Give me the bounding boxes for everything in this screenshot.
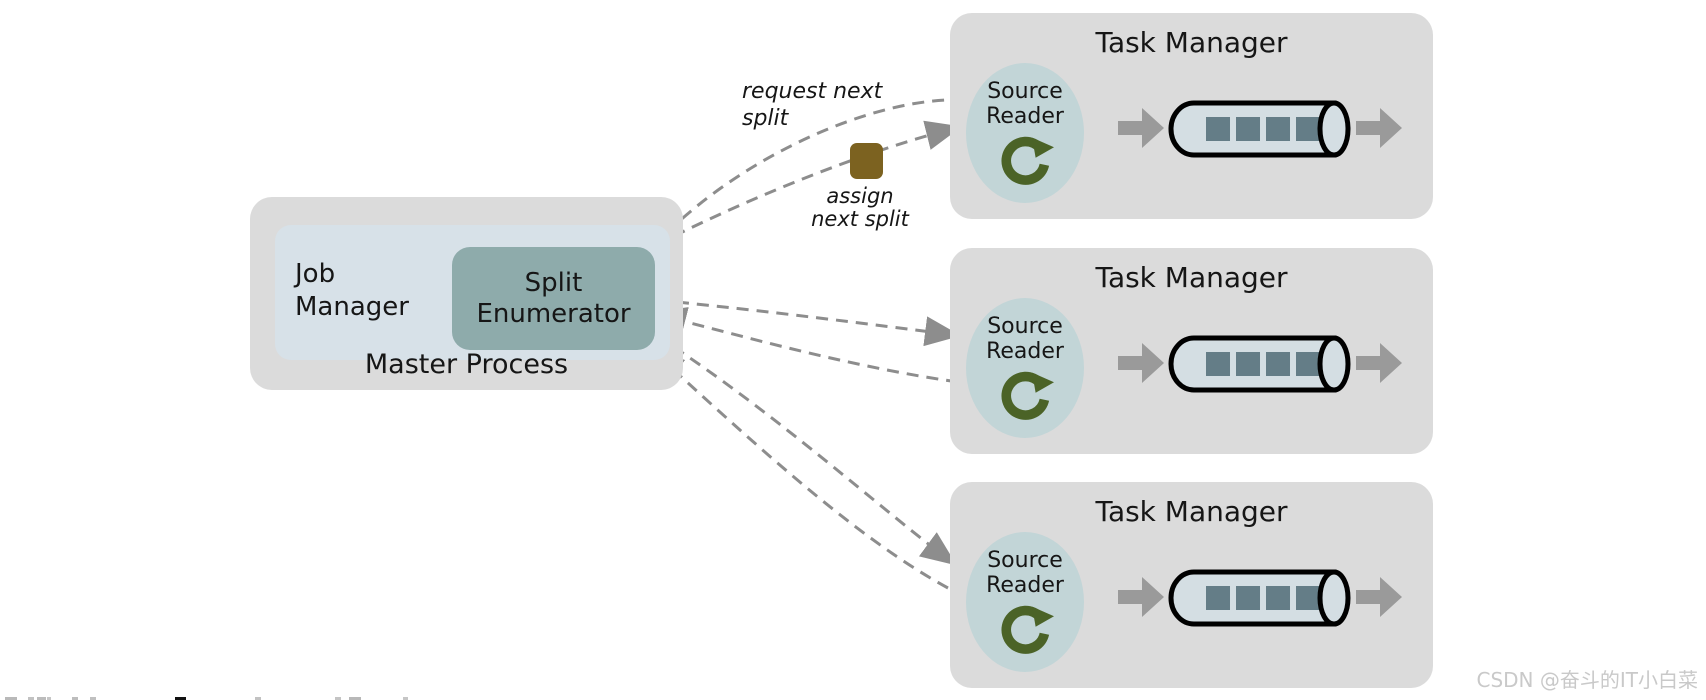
master-process-label: Master Process xyxy=(364,349,569,380)
cutoff-text-fragment xyxy=(335,697,341,700)
split-enumerator-box: Split Enumerator xyxy=(452,247,655,350)
record-square xyxy=(1266,352,1290,376)
cutoff-text-fragments xyxy=(0,697,1706,700)
record-square xyxy=(1206,117,1230,141)
connector-request-tm2 xyxy=(650,307,959,384)
cutoff-text-fragment xyxy=(349,697,361,700)
connector-request-tm3 xyxy=(648,346,949,590)
connector-assign-tm2 xyxy=(656,298,961,347)
record-pipeline xyxy=(1168,335,1351,393)
record-square xyxy=(1236,586,1260,610)
task-manager-box-1: Task Manager Source Reader xyxy=(950,13,1433,219)
cutoff-text-fragment xyxy=(37,697,46,700)
pipeline-end-cap xyxy=(1317,100,1351,158)
record-pipeline xyxy=(1168,100,1351,158)
record-square xyxy=(1266,586,1290,610)
cutoff-text-fragment xyxy=(403,697,408,700)
task-manager-title: Task Manager xyxy=(1095,26,1288,59)
right-arrow-icon xyxy=(1118,577,1164,617)
right-arrow-icon xyxy=(1118,343,1164,383)
cutoff-text-fragment xyxy=(255,697,261,700)
connector-assign-tm3 xyxy=(656,334,957,566)
record-square xyxy=(1296,117,1320,141)
cutoff-text-fragment xyxy=(28,697,34,700)
refresh-circular-arrow-icon xyxy=(1001,371,1054,420)
record-square xyxy=(1296,586,1320,610)
task-manager-box-3: Task Manager Source Reader xyxy=(950,482,1433,688)
right-arrow-icon xyxy=(1118,108,1164,148)
right-arrow-icon xyxy=(1356,343,1402,383)
request-next-split-label: request next split xyxy=(742,79,883,131)
record-square xyxy=(1296,352,1320,376)
cutoff-text-fragment xyxy=(5,697,17,700)
record-square xyxy=(1206,586,1230,610)
watermark-text: CSDN @奋斗的IT小白菜 xyxy=(1476,668,1699,692)
refresh-circular-arrow-icon xyxy=(1001,605,1054,654)
refresh-circular-arrow-icon xyxy=(1001,136,1054,185)
record-square xyxy=(1236,117,1260,141)
task-manager-box-2: Task Manager Source Reader xyxy=(950,248,1433,454)
record-pipeline xyxy=(1168,569,1351,627)
right-arrow-icon xyxy=(1356,577,1402,617)
split-square-icon xyxy=(850,143,883,179)
cutoff-text-fragment xyxy=(90,697,96,700)
pipeline-end-cap xyxy=(1317,569,1351,627)
cutoff-text-fragment xyxy=(72,697,78,700)
pipeline-end-cap xyxy=(1317,335,1351,393)
task-manager-title: Task Manager xyxy=(1095,495,1288,528)
cutoff-text-fragment xyxy=(175,697,186,700)
record-square xyxy=(1236,352,1260,376)
task-manager-title: Task Manager xyxy=(1095,261,1288,294)
source-reader-label: Source Reader xyxy=(986,548,1064,598)
cutoff-text-fragment xyxy=(47,697,51,700)
source-reader-label: Source Reader xyxy=(986,79,1064,129)
job-manager-label: Job Manager xyxy=(295,259,409,322)
record-square xyxy=(1266,117,1290,141)
assign-next-split-label: assign next split xyxy=(811,184,909,231)
source-reader-label: Source Reader xyxy=(986,314,1064,364)
right-arrow-icon xyxy=(1356,108,1402,148)
record-square xyxy=(1206,352,1230,376)
